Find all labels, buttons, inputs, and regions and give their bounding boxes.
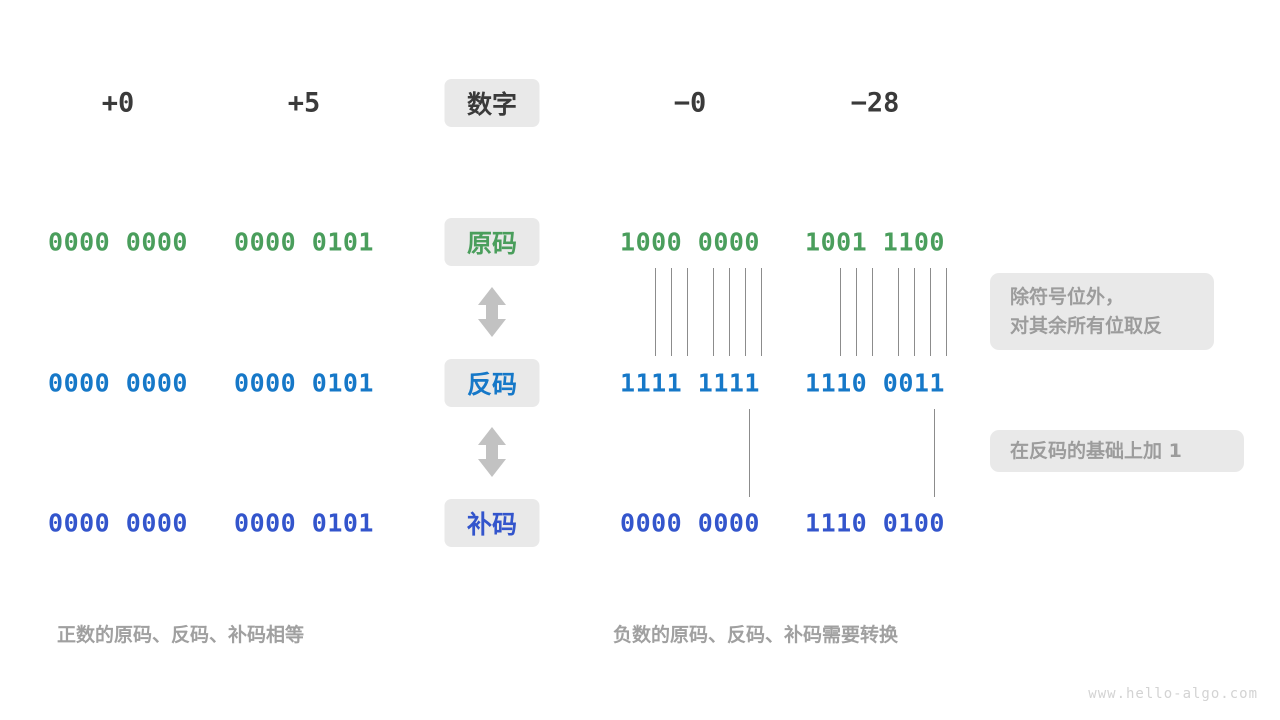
- bits-ones-complement-pos5: 0000 0101: [234, 368, 374, 398]
- bit-connector-neg0-invert: [655, 268, 656, 356]
- bits-ones-complement-neg0: 1111 1111: [620, 368, 760, 398]
- caption-positive: 正数的原码、反码、补码相等: [57, 624, 305, 646]
- bit-connector-neg0-invert: [761, 268, 762, 356]
- bits-sign-magnitude-neg28: 1001 1100: [805, 227, 945, 257]
- column-header-neg28: −28: [850, 87, 900, 119]
- bit-connector-neg0-plus-one: [749, 409, 750, 497]
- note-invert-bits-line2: 对其余所有位取反: [1010, 314, 1163, 337]
- row-label-sign-magnitude: 原码: [444, 218, 540, 266]
- header-pill-number: 数字: [444, 79, 540, 127]
- bits-sign-magnitude-neg0: 1000 0000: [620, 227, 760, 257]
- column-header-pos5: +5: [287, 87, 321, 119]
- bit-connector-neg28-invert: [872, 268, 873, 356]
- bit-connector-neg28-invert: [946, 268, 947, 356]
- note-invert-bits: 除符号位外， 对其余所有位取反: [990, 273, 1214, 350]
- bits-ones-complement-neg28: 1110 0011: [805, 368, 945, 398]
- row-label-twos-complement: 补码: [444, 499, 540, 547]
- bit-connector-neg28-invert: [898, 268, 899, 356]
- double-arrow-icon: [475, 426, 509, 482]
- bits-twos-complement-neg0: 0000 0000: [620, 508, 760, 538]
- bit-connector-neg0-invert: [713, 268, 714, 356]
- bits-sign-magnitude-pos5: 0000 0101: [234, 227, 374, 257]
- bits-sign-magnitude-pos0: 0000 0000: [48, 227, 188, 257]
- bits-twos-complement-neg28: 1110 0100: [805, 508, 945, 538]
- note-add-one-line1: 在反码的基础上加 1: [1010, 439, 1182, 462]
- row-label-ones-complement: 反码: [444, 359, 540, 407]
- bit-connector-neg0-invert: [687, 268, 688, 356]
- bits-ones-complement-pos0: 0000 0000: [48, 368, 188, 398]
- double-arrow-icon: [475, 286, 509, 342]
- bit-connector-neg28-invert: [840, 268, 841, 356]
- bit-connector-neg28-invert: [914, 268, 915, 356]
- bit-connector-neg28-invert: [930, 268, 931, 356]
- bits-twos-complement-pos0: 0000 0000: [48, 508, 188, 538]
- watermark: www.hello-algo.com: [1088, 686, 1258, 702]
- note-invert-bits-line1: 除符号位外，: [1010, 286, 1125, 308]
- bit-connector-neg0-invert: [745, 268, 746, 356]
- bit-connector-neg28-plus-one: [934, 409, 935, 497]
- column-header-pos0: +0: [101, 87, 135, 119]
- note-add-one: 在反码的基础上加 1: [990, 430, 1244, 472]
- bits-twos-complement-pos5: 0000 0101: [234, 508, 374, 538]
- bit-connector-neg28-invert: [856, 268, 857, 356]
- bit-connector-neg0-invert: [671, 268, 672, 356]
- bit-connector-neg0-invert: [729, 268, 730, 356]
- caption-negative: 负数的原码、反码、补码需要转换: [613, 624, 899, 646]
- column-header-neg0: −0: [673, 87, 707, 119]
